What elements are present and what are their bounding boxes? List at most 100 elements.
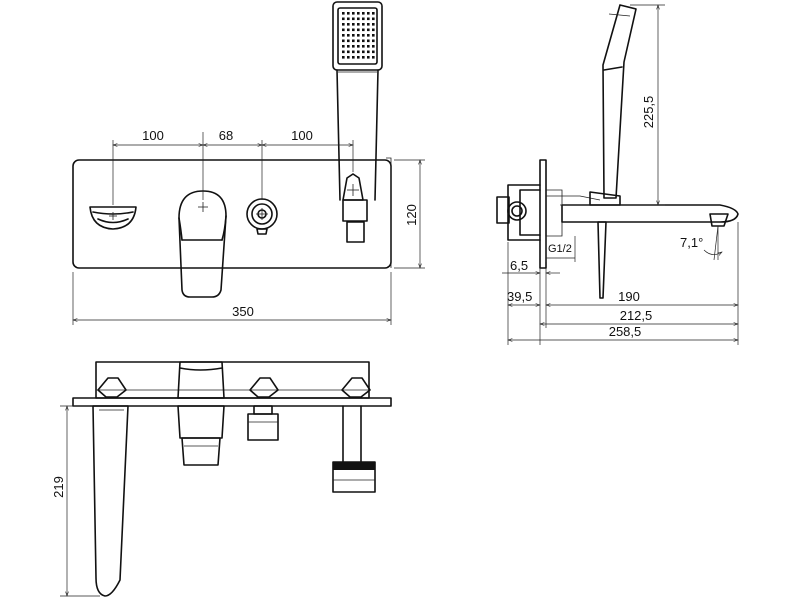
nozzle — [372, 45, 375, 48]
nozzle — [362, 34, 365, 37]
nozzle — [357, 34, 360, 37]
nozzle — [367, 34, 370, 37]
nozzle — [362, 28, 365, 32]
nozzle — [347, 12, 350, 15]
nozzle — [352, 17, 355, 21]
nozzle — [347, 56, 350, 59]
nozzle — [362, 39, 365, 43]
dim-350: 350 — [232, 304, 254, 319]
nozzle — [342, 39, 345, 43]
nozzle — [352, 12, 355, 15]
nozzle — [357, 17, 360, 21]
nozzle — [342, 56, 345, 59]
mixer-lever — [178, 190, 227, 298]
dim-6-5: 6,5 — [510, 258, 528, 273]
nozzle — [362, 23, 365, 26]
nozzle — [357, 28, 360, 32]
front-view: 100 68 100 350 120 — [72, 1, 425, 325]
nozzle — [372, 50, 375, 54]
nozzle — [372, 12, 375, 15]
side-lever — [597, 221, 607, 299]
nozzle — [342, 28, 345, 32]
side-wall-plate — [539, 159, 547, 269]
nozzle — [352, 56, 355, 59]
nozzle — [357, 56, 360, 59]
nozzle — [347, 45, 350, 48]
nozzle — [342, 23, 345, 26]
nozzle — [342, 45, 345, 48]
bottom-wall-plate — [72, 397, 392, 407]
diverter-knob — [89, 206, 137, 230]
front-width-dimension: 350 — [73, 272, 391, 325]
nozzle — [357, 45, 360, 48]
dim-angle: 7,1° — [680, 235, 703, 250]
nozzle — [372, 39, 375, 43]
nozzle — [347, 23, 350, 26]
nozzle — [372, 23, 375, 26]
dim-100-left: 100 — [142, 128, 164, 143]
dim-100-right: 100 — [291, 128, 313, 143]
bottom-diverter — [247, 405, 279, 441]
nozzle — [357, 23, 360, 26]
handshower-holder — [342, 173, 368, 243]
nozzle — [347, 17, 350, 21]
bottom-depth-dimension: 219 — [51, 406, 100, 596]
shower-outlet-button — [246, 198, 278, 235]
spray-face-nozzles — [342, 12, 375, 59]
nozzle — [347, 28, 350, 32]
nozzle — [347, 34, 350, 37]
nozzle — [347, 39, 350, 43]
nozzle — [352, 45, 355, 48]
side-view: 225,5 7,1° G1/2 6,5 39,5 — [496, 4, 739, 345]
nozzle — [367, 28, 370, 32]
dim-212-5: 212,5 — [620, 308, 653, 323]
nozzle — [342, 34, 345, 37]
nozzle — [372, 56, 375, 59]
nozzle — [367, 39, 370, 43]
nozzle — [357, 39, 360, 43]
bottom-view: 219 — [51, 361, 392, 597]
side-angle-dimension: 7,1° — [680, 225, 722, 261]
dim-120: 120 — [404, 204, 419, 226]
side-handshower — [589, 4, 637, 206]
nozzle — [367, 56, 370, 59]
nozzle — [342, 50, 345, 54]
mount-nuts — [97, 377, 371, 398]
dim-39-5: 39,5 — [507, 289, 532, 304]
dim-190: 190 — [618, 289, 640, 304]
nozzle — [352, 39, 355, 43]
nozzle — [357, 12, 360, 15]
dim-68: 68 — [219, 128, 233, 143]
front-top-dimensions: 100 68 100 — [113, 128, 353, 205]
nozzle — [362, 17, 365, 21]
dim-225-5: 225,5 — [641, 96, 656, 129]
bottom-handshower-holder — [332, 405, 376, 493]
nozzle — [352, 28, 355, 32]
dim-219: 219 — [51, 476, 66, 498]
handshower — [332, 1, 383, 201]
nozzle — [367, 23, 370, 26]
dim-g12: G1/2 — [548, 243, 572, 255]
nozzle — [342, 17, 345, 21]
nozzle — [352, 23, 355, 26]
bottom-spout — [92, 405, 129, 597]
nozzle — [367, 50, 370, 54]
thread-label: G1/2 — [545, 236, 576, 262]
bottom-mixer-body — [177, 361, 225, 466]
nozzle — [372, 34, 375, 37]
nozzle — [352, 34, 355, 37]
nozzle — [362, 56, 365, 59]
front-height-dimension: 120 — [394, 160, 425, 268]
nozzle — [357, 50, 360, 54]
nozzle — [372, 17, 375, 21]
side-horizontal-dimensions: 6,5 39,5 190 212,5 258,5 — [502, 222, 738, 345]
side-height-dimension: 225,5 — [560, 5, 665, 205]
nozzle — [367, 45, 370, 48]
nozzle — [352, 50, 355, 54]
bath-spout — [561, 204, 739, 227]
nozzle — [342, 12, 345, 15]
nozzle — [362, 50, 365, 54]
dim-258-5: 258,5 — [609, 324, 642, 339]
nozzle — [367, 17, 370, 21]
